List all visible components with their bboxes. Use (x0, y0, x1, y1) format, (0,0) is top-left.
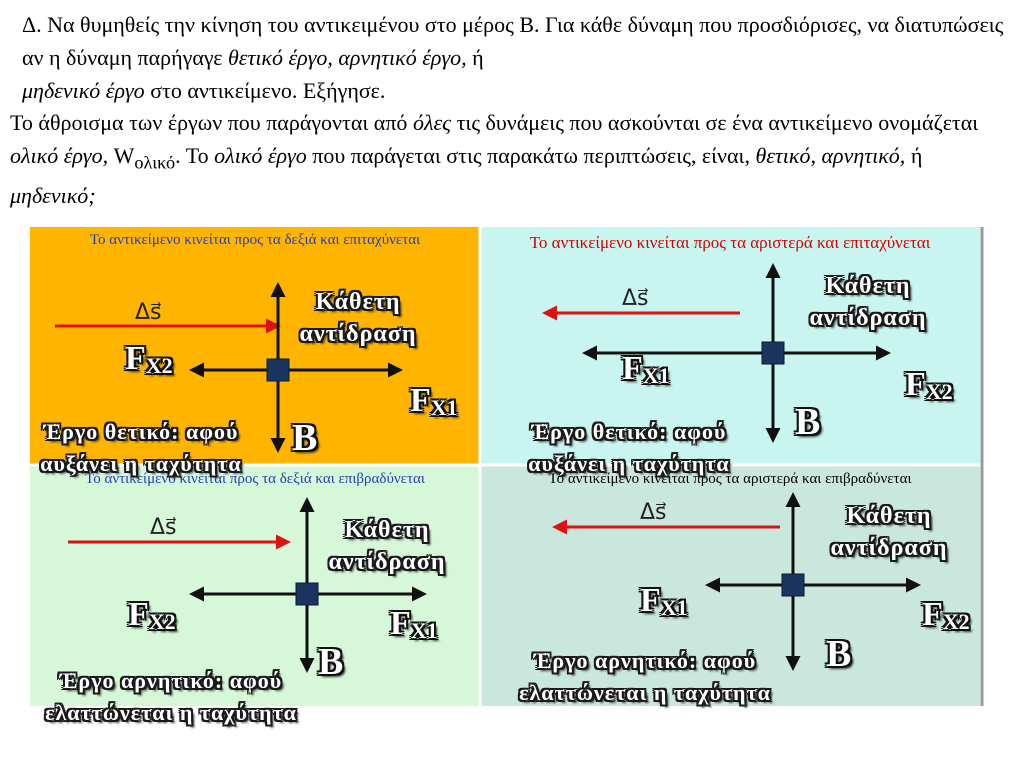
work-statement-q4: Έργο αρνητικό: αφού ελαττώνεται η ταχύτη… (519, 648, 771, 705)
displacement-label: Δs⃗ (150, 515, 177, 540)
fx1-label: FX1 (390, 605, 438, 643)
diagram-q2 (542, 263, 891, 443)
caption-q1: Το αντικείμενο κινείται προς τα δεξιά κα… (89, 232, 421, 248)
total-work-definition: Το άθροισμα των έργων που παράγονται από… (10, 106, 1000, 212)
quadrant-right-decelerating (30, 466, 480, 706)
definition-w-sub: ολικό (134, 152, 176, 173)
weight-label: B (292, 417, 318, 459)
definition-text-b: τις δυνάμεις που ασκούνται σε ένα αντικε… (451, 110, 979, 135)
fx2-label: FX2 (125, 340, 173, 378)
object-block (781, 573, 805, 597)
definition-text-e: που παράγεται στις παρακάτω περιπτώσεις,… (306, 143, 756, 168)
definition-italic-total: ολικό έργο, (10, 143, 109, 168)
definition-text-d: . Το (175, 143, 215, 168)
caption-q2: Το αντικείμενο κινείται προς τα αριστερά… (529, 233, 931, 252)
weight-label: B (826, 633, 852, 675)
instruction-italic: θετικό έργο, αρνητικό έργο, (227, 45, 467, 70)
definition-w: W (108, 143, 135, 168)
definition-italic-all: όλες (412, 110, 452, 135)
diagram-q3 (68, 497, 427, 673)
fx1-label: FX1 (640, 582, 688, 620)
definition-text: Το άθροισμα των έργων που παράγονται από (10, 110, 413, 135)
fx2-label: FX2 (922, 596, 970, 634)
fx2-label: FX2 (905, 366, 953, 404)
work-statement-q3: Έργο αρνητικό: αφού ελαττώνεται η ταχύτη… (45, 668, 297, 725)
weight-label: B (795, 401, 821, 443)
normal-force-label: Κάθετη αντίδραση (299, 289, 417, 347)
instruction-text: Δ. Να θυμηθείς την κίνηση του αντικειμέν… (22, 12, 1004, 70)
object-block (761, 341, 785, 365)
instruction-text-or: ή (466, 45, 484, 70)
work-statement-q1: Έργο θετικό: αφού αυξάνει η ταχύτητα (40, 419, 242, 476)
diagram-q4 (552, 492, 921, 671)
quadrant-right-accelerating (30, 227, 480, 464)
instruction-italic-zero: μηδενικό έργο (22, 78, 145, 103)
fx2-label: FX2 (128, 596, 176, 634)
object-block (266, 358, 290, 382)
definition-italic-zero: μηδενικό; (10, 183, 96, 209)
fx1-label: FX1 (622, 350, 670, 388)
quadrant-left-accelerating (480, 227, 980, 464)
work-statement-q2: Έργο θετικό: αφού αυξάνει η ταχύτητα (528, 419, 730, 476)
caption-q3: Το αντικείμενο κινείται προς τα δεξιά κα… (85, 471, 425, 487)
definition-italic-total2: ολικό έργο (214, 143, 307, 168)
fx1-label: FX1 (410, 382, 458, 420)
displacement-label: Δs⃗ (622, 286, 649, 311)
definition-text-f: ή (905, 143, 923, 168)
definition-italic-options: θετικό, αρνητικό, (755, 143, 906, 168)
instruction-text-end: στο αντικείμενο. Εξήγησε. (144, 78, 386, 103)
weight-label: B (318, 641, 344, 683)
diagram-q1 (55, 282, 403, 453)
displacement-label: Δs⃗ (640, 500, 667, 525)
caption-q4: Το αντικείμενο κινείται προς τα αριστερά… (548, 471, 912, 487)
normal-force-label: Κάθετη αντίδραση (809, 273, 927, 331)
normal-force-label: Κάθετη αντίδραση (830, 503, 948, 561)
displacement-label: Δs⃗ (135, 300, 162, 325)
task-instruction: Δ. Να θυμηθείς την κίνηση του αντικειμέν… (22, 8, 1012, 107)
normal-force-label: Κάθετη αντίδραση (328, 517, 446, 575)
object-block (295, 582, 319, 606)
